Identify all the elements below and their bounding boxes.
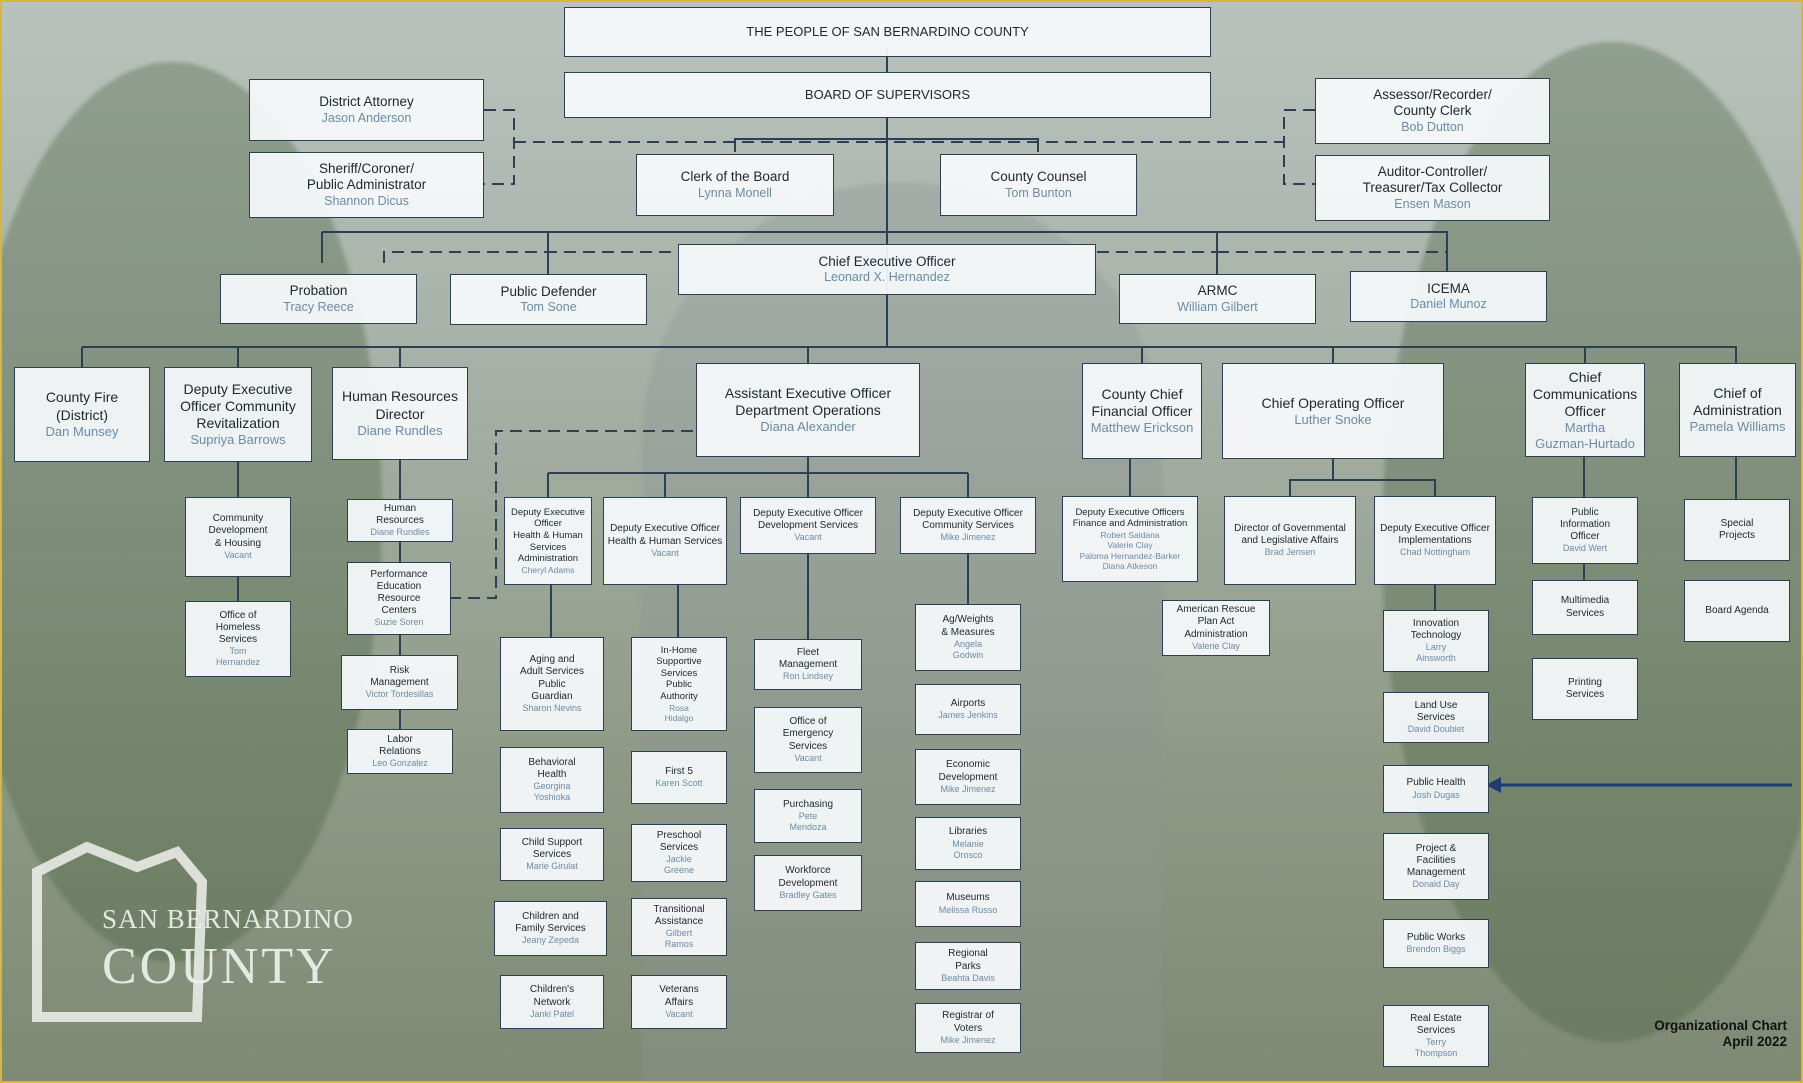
- node-dhhs: Deputy Executive Officer Health & Human …: [603, 497, 727, 585]
- node-special: Special Projects: [1684, 499, 1790, 561]
- logo-line2: COUNTY: [102, 938, 337, 995]
- chart-footer: Organizational Chart April 2022: [1654, 1018, 1787, 1050]
- node-people: THE PEOPLE OF SAN BERNARDINO COUNTY: [564, 7, 1211, 57]
- node-aging: Aging and Adult Services Public Guardian…: [500, 637, 604, 731]
- node-aeo: Assistant Executive Officer Department O…: [696, 363, 920, 457]
- node-bos: BOARD OF SUPERVISORS: [564, 72, 1211, 118]
- node-dfa: Deputy Executive Officers Finance and Ad…: [1062, 496, 1198, 582]
- node-dcr: Deputy Executive Officer Community Revit…: [164, 367, 312, 462]
- logo-line1: SAN BERNARDINO: [102, 904, 354, 934]
- background-building: [642, 182, 1162, 1081]
- node-dcs: Deputy Executive Officer Community Servi…: [900, 497, 1036, 554]
- footer-title: Organizational Chart: [1654, 1018, 1787, 1033]
- node-multimedia: Multimedia Services: [1532, 580, 1638, 635]
- county-logo: SAN BERNARDINO COUNTY: [27, 842, 357, 1022]
- node-printing: Printing Services: [1532, 658, 1638, 720]
- node-dhhsa: Deputy Executive Officer Health & Human …: [504, 497, 592, 585]
- node-dgov: Director of Governmental and Legislative…: [1224, 496, 1356, 585]
- node-ihss: In-Home Supportive Services Public Autho…: [631, 637, 727, 731]
- node-dimp: Deputy Executive Officer Implementations…: [1374, 496, 1496, 585]
- node-dds: Deputy Executive Officer Development Ser…: [740, 497, 876, 554]
- footer-date: April 2022: [1722, 1034, 1787, 1050]
- node-auditor: Auditor-Controller/ Treasurer/Tax Collec…: [1315, 155, 1550, 221]
- node-board-agenda: Board Agenda: [1684, 580, 1790, 642]
- node-fire: County Fire (District)Dan Munsey: [14, 367, 150, 462]
